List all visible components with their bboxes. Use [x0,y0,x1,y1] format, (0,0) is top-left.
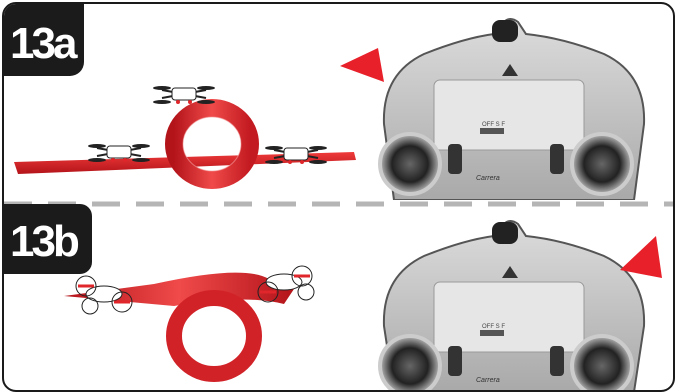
section-divider [4,200,675,208]
right-stick [572,134,632,194]
arrow-indicator-icon [616,234,666,284]
brand-logo: Carrera [476,377,500,384]
track-loop [174,108,250,180]
power-switch-label: OFF S F [482,122,505,128]
track-loop [174,298,254,374]
drone-icon [153,86,215,104]
right-stick [572,336,632,392]
brand-logo: Carrera [476,175,500,182]
controller-icon: OFF S F Carrera [364,14,664,200]
left-stick [380,134,440,194]
loop-track-illustration-13b [44,244,354,384]
power-switch-label: OFF S F [482,324,505,330]
loop-track-illustration-13a [14,64,374,194]
left-stick [380,336,440,392]
